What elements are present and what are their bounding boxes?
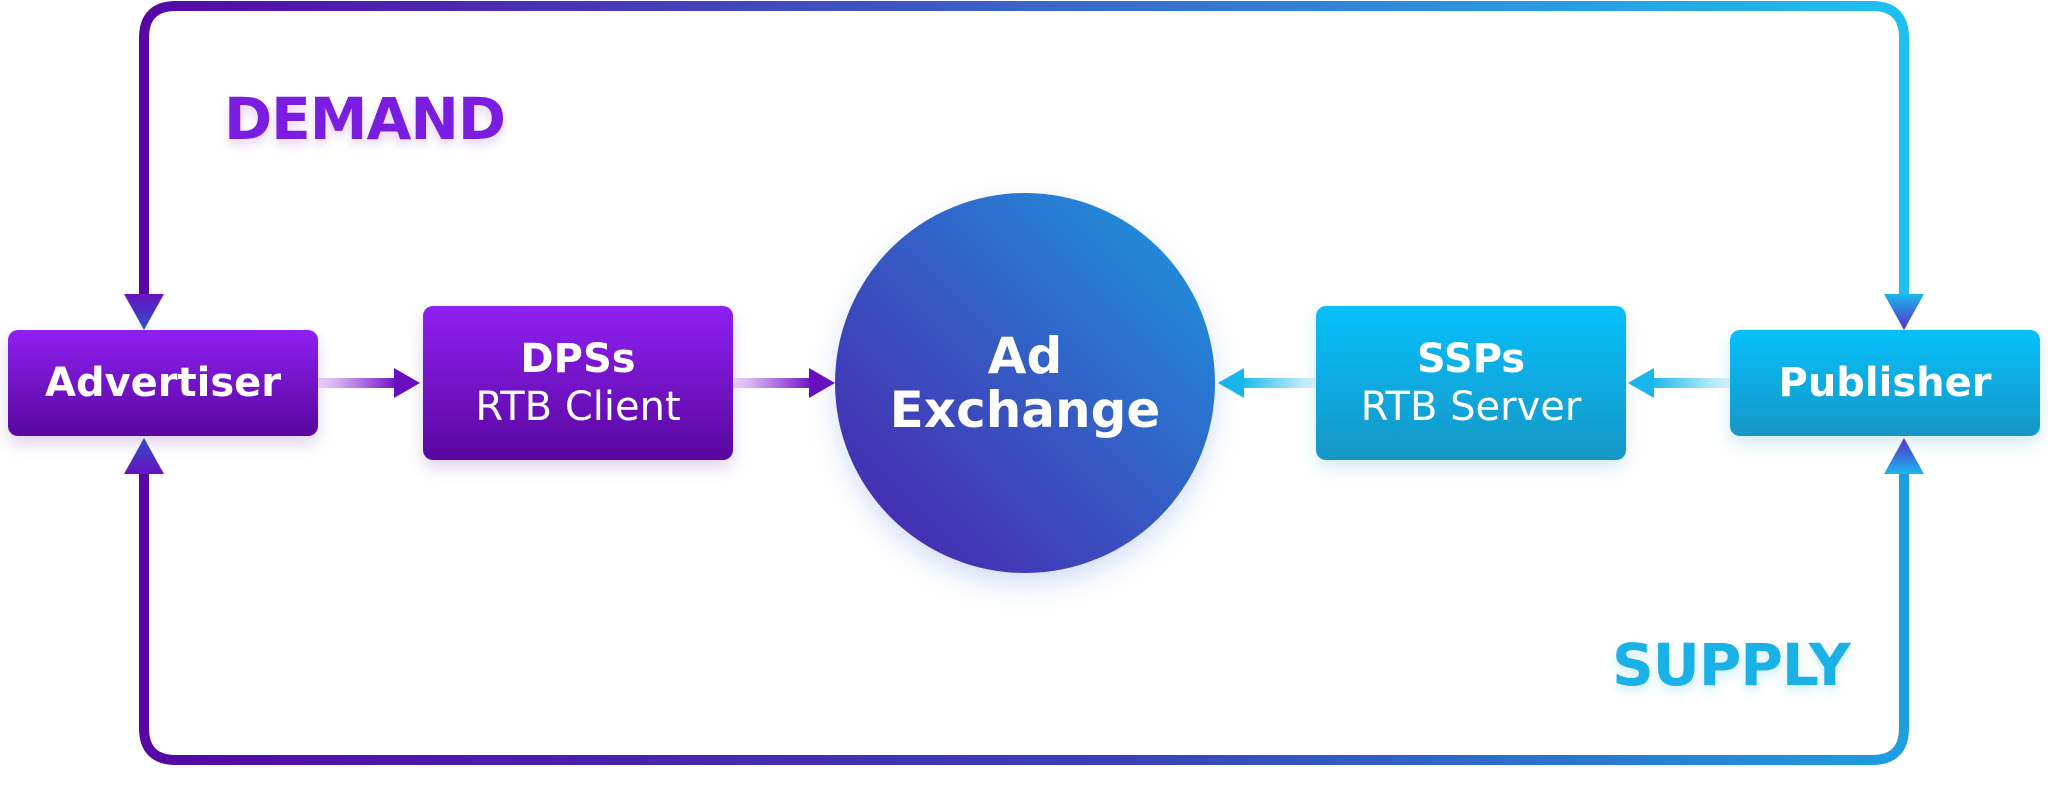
dsp-subtitle: RTB Client — [475, 384, 681, 430]
ssp-subtitle: RTB Server — [1360, 384, 1582, 430]
publisher-node: Publisher — [1730, 330, 2040, 436]
dsp-title: DPSs — [520, 336, 636, 382]
advertiser-node: Advertiser — [8, 330, 318, 436]
ssp-to-exchange-arrowhead — [1218, 368, 1244, 398]
ssp-title: SSPs — [1416, 336, 1526, 382]
top-loop-connector — [139, 1, 1909, 303]
publisher-bottom-arrowhead — [1884, 438, 1924, 474]
demand-label: DEMAND — [224, 85, 506, 153]
ad-exchange-line-2: Exchange — [889, 381, 1161, 439]
ad-exchange-line-1: Ad — [987, 327, 1063, 385]
dsp-to-exchange-arrowhead — [809, 368, 835, 398]
publisher-to-ssp-arrow-shaft — [1650, 378, 1730, 388]
ssp-node: SSPs RTB Server — [1316, 306, 1626, 460]
supply-label: SUPPLY — [1612, 631, 1851, 699]
publisher-title: Publisher — [1778, 360, 1992, 406]
publisher-top-arrowhead — [1884, 294, 1924, 330]
dsp-node: DPSs RTB Client — [423, 306, 733, 460]
advertiser-to-dsp-arrowhead — [394, 368, 420, 398]
advertiser-bottom-arrowhead — [124, 438, 164, 474]
ad-exchange-node: Ad Exchange — [835, 193, 1215, 573]
ssp-to-exchange-arrow-shaft — [1240, 378, 1316, 388]
bottom-loop-connector — [139, 465, 1909, 765]
advertiser-title: Advertiser — [44, 360, 281, 406]
publisher-to-ssp-arrowhead — [1628, 368, 1654, 398]
advertiser-top-arrowhead — [124, 294, 164, 330]
advertiser-to-dsp-arrow-shaft — [318, 378, 398, 388]
dsp-to-exchange-arrow-shaft — [733, 378, 813, 388]
